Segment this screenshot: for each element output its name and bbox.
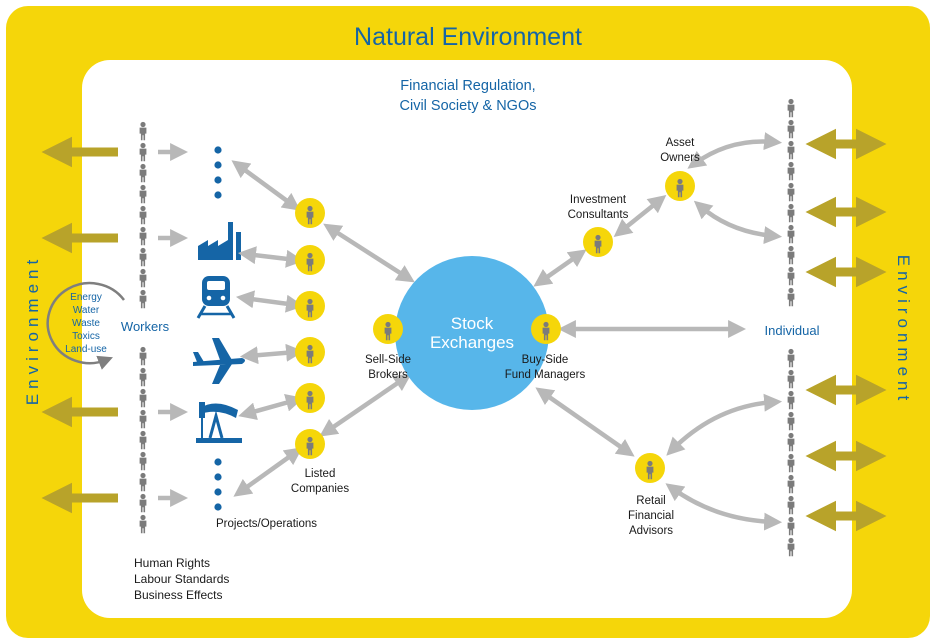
investment-consultant-badge	[583, 227, 613, 257]
environment-label-left: Environment	[23, 255, 42, 405]
asset-owners-label-2: Owners	[660, 152, 700, 164]
retail-advisors-label-2: Financial	[628, 510, 674, 522]
environment-label-right: Environment	[894, 255, 913, 405]
worker-to-project-arrows	[158, 143, 189, 507]
individual-label: Individual	[765, 323, 820, 338]
factory-icon	[198, 222, 241, 260]
cycle-item-toxics: Toxics	[72, 331, 100, 342]
cycle-arrow	[46, 281, 126, 370]
cycle-item-water: Water	[73, 305, 100, 316]
project-dots	[214, 146, 222, 511]
sell-side-label-1: Sell-Side	[365, 354, 411, 366]
regulation-line-2: Civil Society & NGOs	[400, 98, 537, 114]
page-title: Natural Environment	[354, 23, 582, 51]
asset-owner-badge	[665, 171, 695, 201]
buy-side-label-1: Buy-Side	[522, 354, 569, 366]
retail-advisor-badge	[635, 453, 665, 483]
financial-flow-arrows	[533, 132, 783, 531]
investment-consultants-label-1: Investment	[570, 194, 627, 206]
company-exchange-arrows	[319, 223, 415, 437]
project-company-arrows	[231, 160, 305, 497]
cycle-item-land-use: Land-use	[65, 344, 107, 355]
investment-consultants-label-2: Consultants	[568, 209, 629, 221]
stock-exchanges-node	[395, 256, 549, 410]
buy-side-label-2: Fund Managers	[505, 369, 586, 381]
retail-advisors-label-1: Retail	[636, 495, 665, 507]
sell-side-label-2: Brokers	[368, 369, 408, 381]
sell-side-broker-badge	[373, 314, 403, 344]
regulation-line-1: Financial Regulation,	[400, 78, 535, 94]
workers-label: Workers	[121, 319, 170, 334]
train-icon	[196, 276, 236, 319]
right-environment-arrows	[805, 128, 887, 532]
stock-exchanges-label-1: Stock	[451, 314, 494, 333]
footer-note-human-rights: Human Rights	[134, 556, 210, 570]
oil-pump-icon	[196, 402, 242, 443]
left-environment-arrows	[41, 136, 118, 514]
airplane-icon	[193, 338, 245, 384]
footer-note-labour-standards: Labour Standards	[134, 572, 229, 586]
cycle-item-energy: Energy	[70, 292, 102, 303]
stock-exchanges-label-2: Exchanges	[430, 333, 514, 352]
listed-companies-label-2: Companies	[291, 483, 349, 495]
retail-advisors-label-3: Advisors	[629, 525, 673, 537]
footer-note-business-effects: Business Effects	[134, 588, 223, 602]
buy-side-manager-badge	[531, 314, 561, 344]
resource-cycle: Energy Water Waste Toxics Land-use	[46, 281, 126, 370]
asset-owners-label-1: Asset	[666, 137, 696, 149]
cycle-item-waste: Waste	[72, 318, 100, 329]
listed-companies-group	[295, 198, 325, 459]
projects-operations-label: Projects/Operations	[216, 518, 317, 530]
listed-companies-label-1: Listed	[305, 468, 336, 480]
